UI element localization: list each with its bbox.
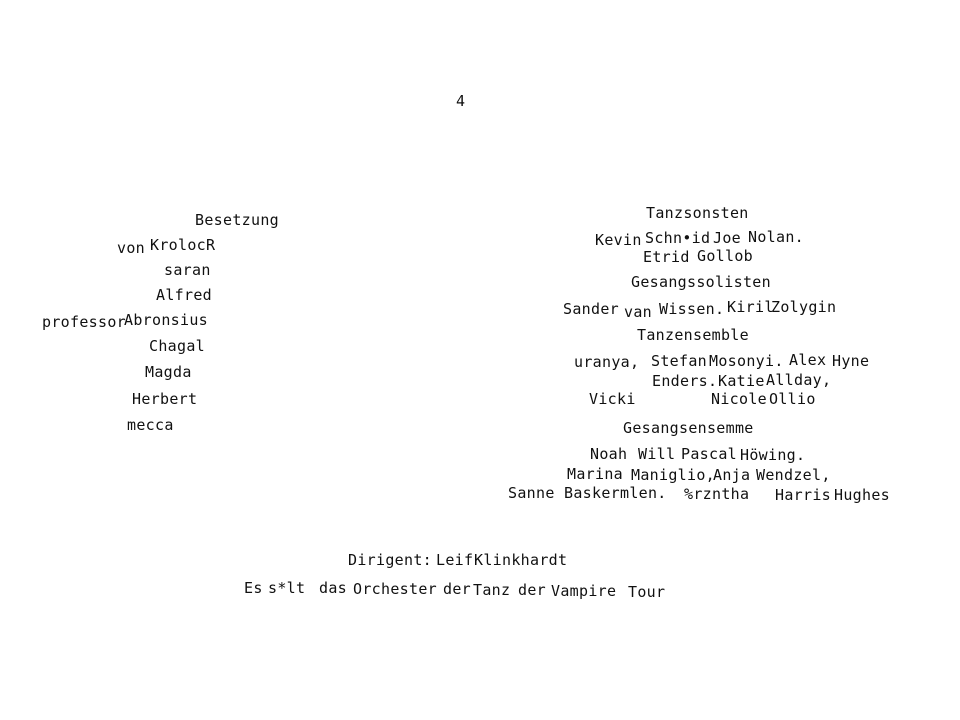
conductor-word: Klinkhardt xyxy=(474,551,568,569)
person-word: Hughes xyxy=(834,486,890,504)
person-word: Harris xyxy=(775,486,831,504)
person-word: Sander xyxy=(563,300,619,318)
conductor-word: Dirigent: xyxy=(348,551,432,569)
person-word: %rzntha xyxy=(684,485,750,503)
person-word: Katie xyxy=(718,372,765,390)
person-word: Marina xyxy=(567,465,623,483)
cast-word: mecca xyxy=(127,416,174,434)
cast-word: von xyxy=(117,239,145,257)
person-word: Mosonyi. xyxy=(709,352,784,370)
orchestra-word: s*lt xyxy=(268,579,306,597)
orchestra-word: der xyxy=(518,581,546,599)
cast-word: Alfred xyxy=(156,286,212,304)
person-word: Gollob xyxy=(697,247,753,265)
person-word: Vicki xyxy=(589,390,636,408)
cast-word: Chagal xyxy=(149,337,205,355)
cast-word: Abronsius xyxy=(124,311,208,329)
cast-word: Herbert xyxy=(132,390,198,408)
section-heading: Gesangssolisten xyxy=(631,273,771,291)
page-number: 4 xyxy=(456,92,466,110)
person-word: Joe xyxy=(713,229,741,247)
person-word: Will xyxy=(638,445,676,463)
person-word: Wissen. xyxy=(659,300,725,318)
orchestra-word: Tanz xyxy=(473,581,511,599)
person-word: Pascal xyxy=(681,445,737,463)
person-word: Maniglio, xyxy=(631,466,715,484)
person-word: Allday, xyxy=(766,371,832,389)
person-word: Kiril xyxy=(727,298,774,316)
person-word: Nolan. xyxy=(748,228,804,246)
orchestra-word: Orchester xyxy=(353,580,437,598)
person-word: Etrid xyxy=(643,248,690,266)
person-word: uranya, xyxy=(574,353,640,371)
cast-word: professor xyxy=(42,313,126,331)
orchestra-word: Es xyxy=(244,579,263,597)
cast-word: saran xyxy=(164,261,211,279)
person-word: Sanne xyxy=(508,484,555,502)
cast-word: Magda xyxy=(145,363,192,381)
person-word: Kevin xyxy=(595,231,642,249)
section-heading: Tanzsonsten xyxy=(646,204,749,222)
conductor-word: Leif xyxy=(436,551,474,569)
person-word: Enders. xyxy=(652,372,718,390)
cast-heading: Besetzung xyxy=(195,211,279,229)
person-word: Zolygin xyxy=(771,298,837,316)
orchestra-word: der xyxy=(443,580,471,598)
person-word: Hyne xyxy=(832,352,870,370)
person-word: Noah xyxy=(590,445,628,463)
person-word: Baskermlen. xyxy=(564,484,667,502)
person-word: Stefan xyxy=(651,352,707,370)
section-heading: Gesangsensemme xyxy=(623,419,754,437)
person-word: Anja xyxy=(713,466,751,484)
orchestra-word: Vampire xyxy=(551,582,617,600)
person-word: Wendzel, xyxy=(756,466,831,484)
section-heading: Tanzensemble xyxy=(637,326,749,344)
person-word: Ollio xyxy=(769,390,816,408)
person-word: Nicole xyxy=(711,390,767,408)
cast-word: KrolocR xyxy=(150,236,216,254)
person-word: Alex xyxy=(789,351,827,369)
person-word: Schn•id xyxy=(645,229,711,247)
person-word: van xyxy=(624,303,652,321)
orchestra-word: das xyxy=(319,579,347,597)
orchestra-word: Tour xyxy=(628,583,666,601)
person-word: Höwing. xyxy=(740,446,806,464)
